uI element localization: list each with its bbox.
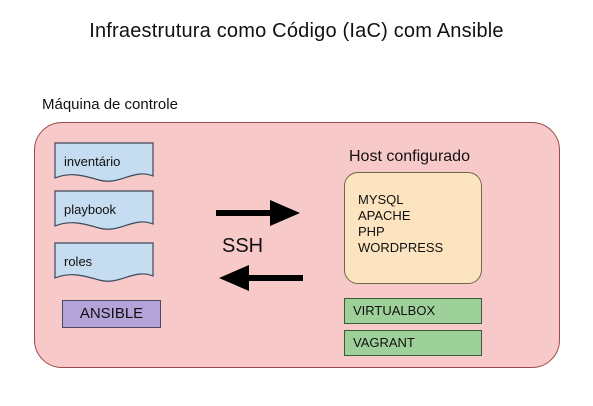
host-box	[344, 172, 482, 284]
roles-label: roles	[64, 254, 93, 269]
playbook-label: playbook	[64, 202, 117, 217]
arrow-left-icon	[219, 265, 303, 291]
virtualbox-box: VIRTUALBOX	[344, 298, 482, 324]
control-machine-label: Máquina de controle	[42, 96, 178, 113]
inventory-label: inventário	[64, 154, 121, 169]
vagrant-box: VAGRANT	[344, 330, 482, 356]
stack-item-wordpress: WORDPRESS	[358, 240, 444, 255]
inventory-document: inventário	[54, 142, 154, 184]
playbook-document: playbook	[54, 190, 154, 232]
stack-item-mysql: MYSQL	[358, 192, 404, 207]
stack-item-apache: APACHE	[358, 208, 411, 223]
roles-document: roles	[54, 242, 154, 284]
stack-item-php: PHP	[358, 224, 385, 239]
document-shape-icon	[54, 242, 154, 282]
ssh-label: SSH	[222, 235, 264, 257]
arrow-right-icon	[216, 200, 300, 226]
host-stack-list: MYSQL APACHE PHP WORDPRESS	[358, 192, 443, 256]
document-shape-icon	[54, 190, 154, 230]
ansible-box: ANSIBLE	[62, 300, 161, 328]
document-shape-icon	[54, 142, 154, 182]
diagram-title: Infraestrutura como Código (IaC) com Ans…	[89, 20, 504, 42]
host-label: Host configurado	[349, 148, 470, 165]
